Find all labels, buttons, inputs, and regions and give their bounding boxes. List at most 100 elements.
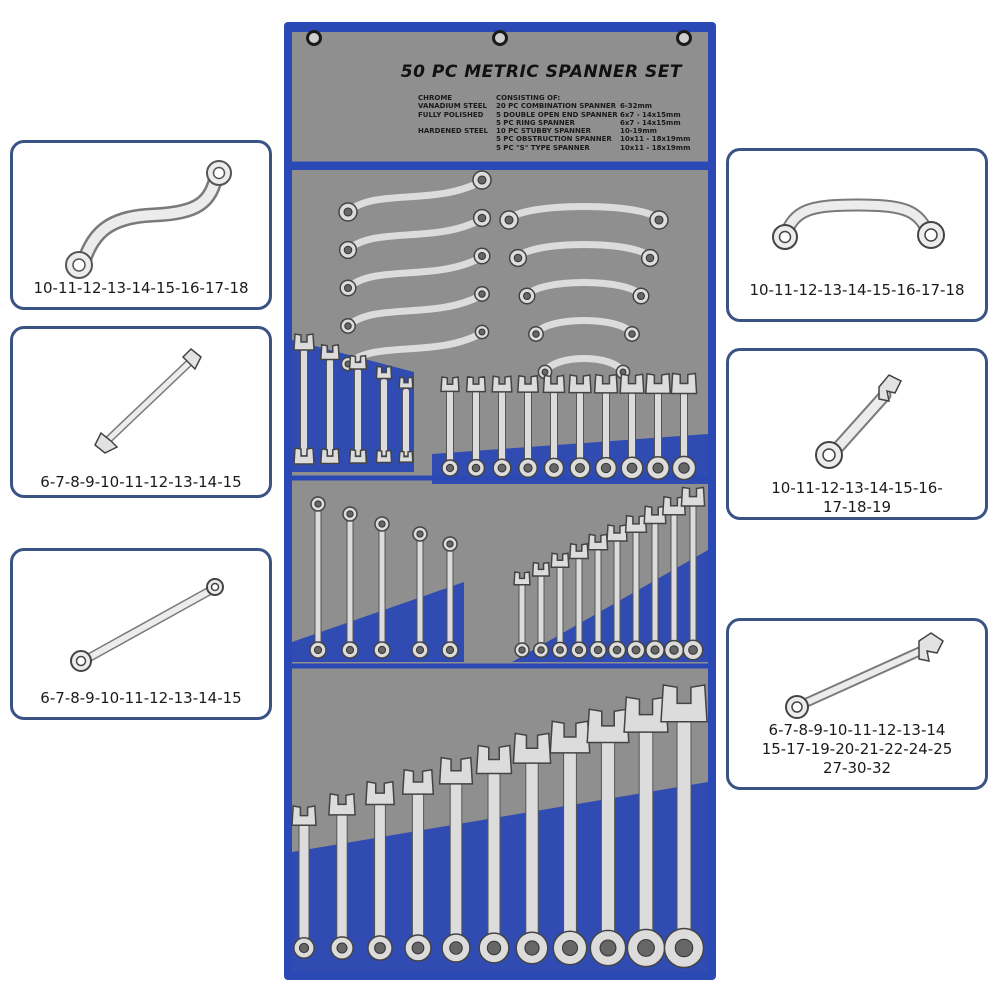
- stubby-open-end: [645, 372, 671, 395]
- callout-double-open-end: 6-7-8-9-10-11-12-13-14-15: [10, 326, 272, 498]
- combination-open-end: [660, 684, 708, 723]
- contents-heading: CONSISTING OF:: [496, 94, 561, 102]
- stubby-spanner: [602, 387, 610, 463]
- ring-spanner-end-hole: [377, 645, 387, 655]
- double-open-end-spanner: [354, 367, 362, 457]
- s-type-spanner: [345, 330, 482, 367]
- contents-range: 10x11 - 18x19mm: [620, 143, 691, 152]
- contents-range: 10x11 - 18x19mm: [620, 135, 691, 144]
- combination-ring-end-hole: [593, 645, 603, 655]
- s-type-spanner-icon: [65, 160, 232, 279]
- combination-spanner-small: [518, 581, 526, 647]
- feature-list: CHROME VANADIUM STEEL FULLY POLISHED HAR…: [418, 94, 488, 135]
- combination-ring-end-hole: [298, 942, 310, 954]
- contents-range: 6x7 - 14x15mm: [620, 110, 681, 119]
- obstruction-ring-end-hole: [541, 368, 549, 376]
- combination-spanner-small: [670, 509, 678, 647]
- obstruction-ring-end-hole: [532, 330, 540, 338]
- ring-spanner-end-hole: [346, 510, 354, 518]
- double-open-end-head: [320, 447, 340, 465]
- combination-spanner-small: [613, 536, 621, 647]
- combination-ring-end-hole: [486, 940, 502, 956]
- stubby-spanner-icon: [815, 374, 903, 469]
- double-open-end-head: [348, 354, 368, 370]
- double-open-end-spanner: [300, 347, 308, 457]
- double-open-end-head: [293, 333, 315, 351]
- combination-ring-end-hole: [637, 939, 655, 957]
- combination-ring-end-hole: [537, 646, 545, 654]
- contents-item: 5 PC "S" TYPE SPANNER: [496, 143, 590, 152]
- combination-ring-end-hole: [688, 645, 698, 655]
- combination-ring-end-hole: [631, 645, 641, 655]
- combination-spanner-large: [600, 733, 616, 943]
- combination-ring-end-hole: [650, 645, 660, 655]
- contents-range: 10-19mm: [620, 127, 657, 136]
- double-open-end-head: [375, 365, 393, 380]
- s-type-ring-end-hole: [343, 207, 353, 217]
- s-type-spanner: [345, 292, 482, 329]
- combination-spanner-small: [556, 563, 564, 647]
- feature: CHROME: [418, 94, 453, 102]
- combination-spanner-large: [563, 744, 577, 943]
- combination-ring-end-hole: [449, 941, 463, 955]
- roll-header: 50 PC METRIC SPANNER SET CHROME VANADIUM…: [292, 32, 708, 162]
- combination-open-end: [606, 524, 628, 542]
- stubby-open-end: [491, 375, 513, 393]
- stubby-ring-end-hole: [575, 463, 585, 473]
- ring-spanner-end-hole: [314, 500, 322, 508]
- callout-combination: 6-7-8-9-10-11-12-13-14 15-17-19-20-21-22…: [726, 618, 988, 790]
- contents-range: 6-32mm: [620, 102, 653, 111]
- tool-roll: 50 PC METRIC SPANNER SET CHROME VANADIUM…: [284, 22, 716, 980]
- ring-spanner: [378, 527, 386, 649]
- feature: HARDENED STEEL: [418, 127, 488, 136]
- double-open-end-head: [375, 449, 393, 464]
- stubby-ring-end-hole: [445, 463, 455, 473]
- size-list-line-2: 17-18-19: [822, 498, 892, 516]
- callout-s-type: 10-11-12-13-14-15-16-17-18: [10, 140, 272, 310]
- double-open-end-head: [348, 448, 368, 464]
- feature: VANADIUM STEEL: [418, 102, 487, 111]
- combination-open-end: [291, 805, 317, 826]
- stubby-ring-end-hole: [497, 463, 507, 473]
- size-list: 10-11-12-13-14-15-16-17-18: [33, 279, 249, 297]
- combination-spanner-large: [336, 810, 348, 943]
- size-list-line-1: 6-7-8-9-10-11-12-13-14: [768, 721, 946, 739]
- s-type-ring-end-hole: [477, 251, 487, 261]
- grommet-left: [306, 30, 322, 46]
- obstruction-ring-end-hole: [628, 330, 636, 338]
- stubby-spanner: [472, 387, 480, 463]
- combination-open-end: [401, 768, 435, 795]
- size-list: 6-7-8-9-10-11-12-13-14-15: [40, 473, 242, 491]
- double-open-end-spanner: [380, 377, 388, 457]
- combination-ring-end-hole: [574, 645, 584, 655]
- stubby-open-end: [465, 375, 487, 393]
- obstruction-ring-end-hole: [522, 291, 532, 301]
- combination-ring-end-hole: [561, 939, 579, 957]
- combination-ring-end-hole: [669, 645, 679, 655]
- stubby-spanner: [680, 387, 688, 463]
- combination-spanner-small: [594, 545, 602, 647]
- obstruction-ring-end-hole: [504, 215, 514, 225]
- obstruction-spanner: [514, 241, 654, 261]
- combination-spanner-large: [676, 711, 692, 943]
- combination-spanner-large: [374, 799, 386, 943]
- stubby-open-end: [619, 373, 645, 394]
- obstruction-ring-end-hole: [654, 215, 664, 225]
- stubby-ring-end-hole: [549, 463, 559, 473]
- callout-ring: 6-7-8-9-10-11-12-13-14-15: [10, 548, 272, 720]
- combination-spanner-small: [651, 518, 659, 647]
- combination-open-end: [550, 552, 570, 569]
- stubby-ring-end-hole: [600, 462, 612, 474]
- stubby-spanner: [446, 387, 454, 463]
- double-open-end-spanner: [326, 357, 334, 457]
- combination-ring-end-hole: [336, 942, 348, 954]
- obstruction-ring-end-hole: [513, 253, 523, 263]
- combination-open-end: [680, 486, 706, 507]
- stubby-spanner: [524, 387, 532, 463]
- contents-list: CONSISTING OF: 20 PC COMBINATION SPANNER…: [496, 94, 618, 152]
- stubby-ring-end-hole: [471, 463, 481, 473]
- ring-spanner-end-hole: [445, 645, 455, 655]
- combination-open-end: [365, 780, 395, 806]
- size-list-line-1: 10-11-12-13-14-15-16-: [771, 479, 943, 497]
- feature: FULLY POLISHED: [418, 110, 484, 119]
